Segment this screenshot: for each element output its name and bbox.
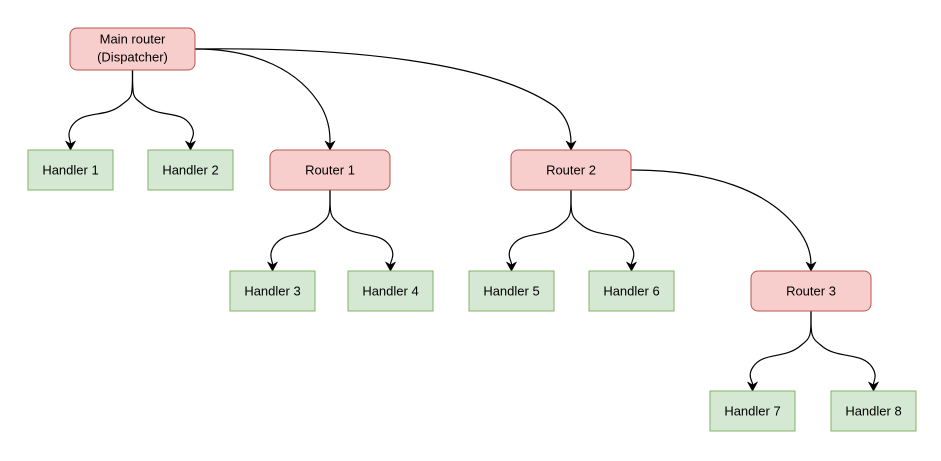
edge-main-router-to-router-1: [194, 48, 331, 144]
node-box-handler-3[interactable]: [229, 270, 316, 312]
arrow-handler-1-icon: [65, 140, 76, 151]
node-handler-3[interactable]: Handler 3: [229, 270, 316, 312]
node-main-router[interactable]: Main router(Dispatcher): [69, 27, 196, 71]
edge-router-3-to-handler-8: [810, 310, 876, 385]
arrow-router-1-icon: [324, 140, 336, 151]
edge-router-2-to-handler-5: [508, 189, 572, 265]
node-box-handler-5[interactable]: [468, 270, 555, 312]
node-handler-4[interactable]: Handler 4: [347, 270, 434, 312]
nodes-layer: Main router(Dispatcher) Handler 1 Handler …: [27, 27, 917, 432]
arrow-handler-6-icon: [626, 261, 637, 272]
arrow-handler-5-icon: [506, 261, 517, 272]
node-router-3[interactable]: Router 3: [750, 270, 872, 312]
node-handler-7[interactable]: Handler 7: [709, 390, 796, 432]
node-box-handler-4[interactable]: [347, 270, 434, 312]
node-box-handler-7[interactable]: [709, 390, 796, 432]
node-box-handler-6[interactable]: [588, 270, 675, 312]
node-router-2[interactable]: Router 2: [510, 149, 632, 191]
edge-router-3-to-handler-7: [749, 310, 812, 385]
arrow-handler-7-icon: [747, 381, 758, 392]
node-box-handler-2[interactable]: [147, 149, 234, 191]
edge-router-1-to-handler-3: [270, 189, 331, 265]
node-box-router-2[interactable]: [510, 149, 632, 191]
arrow-handler-2-icon: [185, 140, 196, 151]
node-handler-2[interactable]: Handler 2: [147, 149, 234, 191]
node-handler-6[interactable]: Handler 6: [588, 270, 675, 312]
arrowheads-layer: [65, 140, 879, 392]
node-box-router-3[interactable]: [750, 270, 872, 312]
edge-router-1-to-handler-4: [329, 189, 394, 265]
node-box-handler-1[interactable]: [27, 149, 114, 191]
arrow-handler-3-icon: [267, 261, 278, 272]
edge-main-router-to-router-2: [194, 48, 572, 144]
edge-main-router-to-handler-1: [68, 69, 134, 144]
node-handler-8[interactable]: Handler 8: [830, 390, 917, 432]
edge-router-2-to-handler-6: [570, 189, 635, 265]
arrow-handler-4-icon: [385, 261, 396, 272]
arrow-router-2-icon: [565, 140, 577, 151]
node-box-handler-8[interactable]: [830, 390, 917, 432]
arrow-router-3-icon: [805, 261, 817, 272]
node-handler-1[interactable]: Handler 1: [27, 149, 114, 191]
edges-layer: [68, 48, 876, 385]
node-handler-5[interactable]: Handler 5: [468, 270, 555, 312]
arrow-handler-8-icon: [868, 381, 879, 392]
edge-main-router-to-handler-2: [131, 69, 194, 144]
node-router-1[interactable]: Router 1: [269, 149, 391, 191]
node-box-main-router[interactable]: [69, 27, 196, 71]
node-box-router-1[interactable]: [269, 149, 391, 191]
edge-router-2-to-router-3: [630, 169, 812, 265]
